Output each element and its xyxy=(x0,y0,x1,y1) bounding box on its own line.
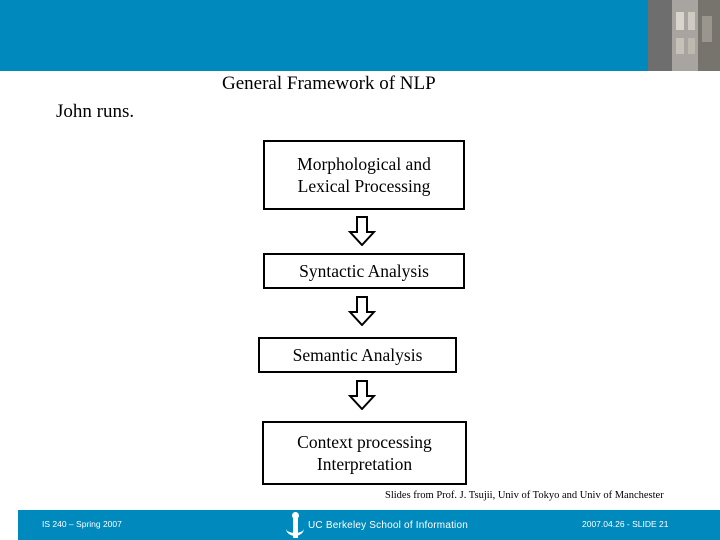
photo-window-2 xyxy=(688,12,695,30)
down-block-arrow-icon xyxy=(348,296,376,326)
down-block-arrow-icon xyxy=(348,380,376,410)
photo-window-5 xyxy=(702,16,712,42)
pipeline-box-semantic: Semantic Analysis xyxy=(258,337,457,373)
photo-window-3 xyxy=(676,38,684,54)
pipeline-box-context: Context processing Interpretation xyxy=(262,421,467,485)
footer-logo: UC Berkeley School of Information xyxy=(286,510,468,540)
pipeline-box-syntactic-line-1: Syntactic Analysis xyxy=(299,260,429,281)
footer-bar xyxy=(0,510,720,540)
footer-date-slide-label: 2007.04.26 - SLIDE 21 xyxy=(582,519,669,529)
pipeline-box-semantic-line-1: Semantic Analysis xyxy=(292,344,423,365)
pipeline-box-context-line-2: Interpretation xyxy=(316,454,413,474)
photo-band-middle xyxy=(672,0,698,71)
pipeline-box-context-line-1: Context processing xyxy=(297,431,432,452)
pipeline-box-morphological: Morphological and Lexical Processing xyxy=(263,140,465,210)
photo-band-left xyxy=(648,0,672,71)
footer-left-white-block xyxy=(0,510,18,540)
page-title: General Framework of NLP xyxy=(222,73,436,94)
footer-logo-text: UC Berkeley School of Information xyxy=(308,519,469,531)
down-block-arrow-icon xyxy=(348,216,376,246)
photo-window-4 xyxy=(688,38,695,54)
banner-building-photo xyxy=(648,0,720,71)
pipeline-box-syntactic: Syntactic Analysis xyxy=(263,253,465,289)
slide-credit: Slides from Prof. J. Tsujii, Univ of Tok… xyxy=(385,490,664,501)
example-sentence: John runs. xyxy=(56,101,135,122)
pipeline-box-morphological-line-1: Morphological and xyxy=(297,153,431,174)
footer-course-label: IS 240 – Spring 2007 xyxy=(42,519,122,529)
left-margin-column xyxy=(0,71,18,540)
photo-window-1 xyxy=(676,12,684,30)
i-school-logo-icon xyxy=(286,512,304,538)
top-banner xyxy=(0,0,720,71)
pipeline-box-morphological-line-2: Lexical Processing xyxy=(297,176,431,196)
